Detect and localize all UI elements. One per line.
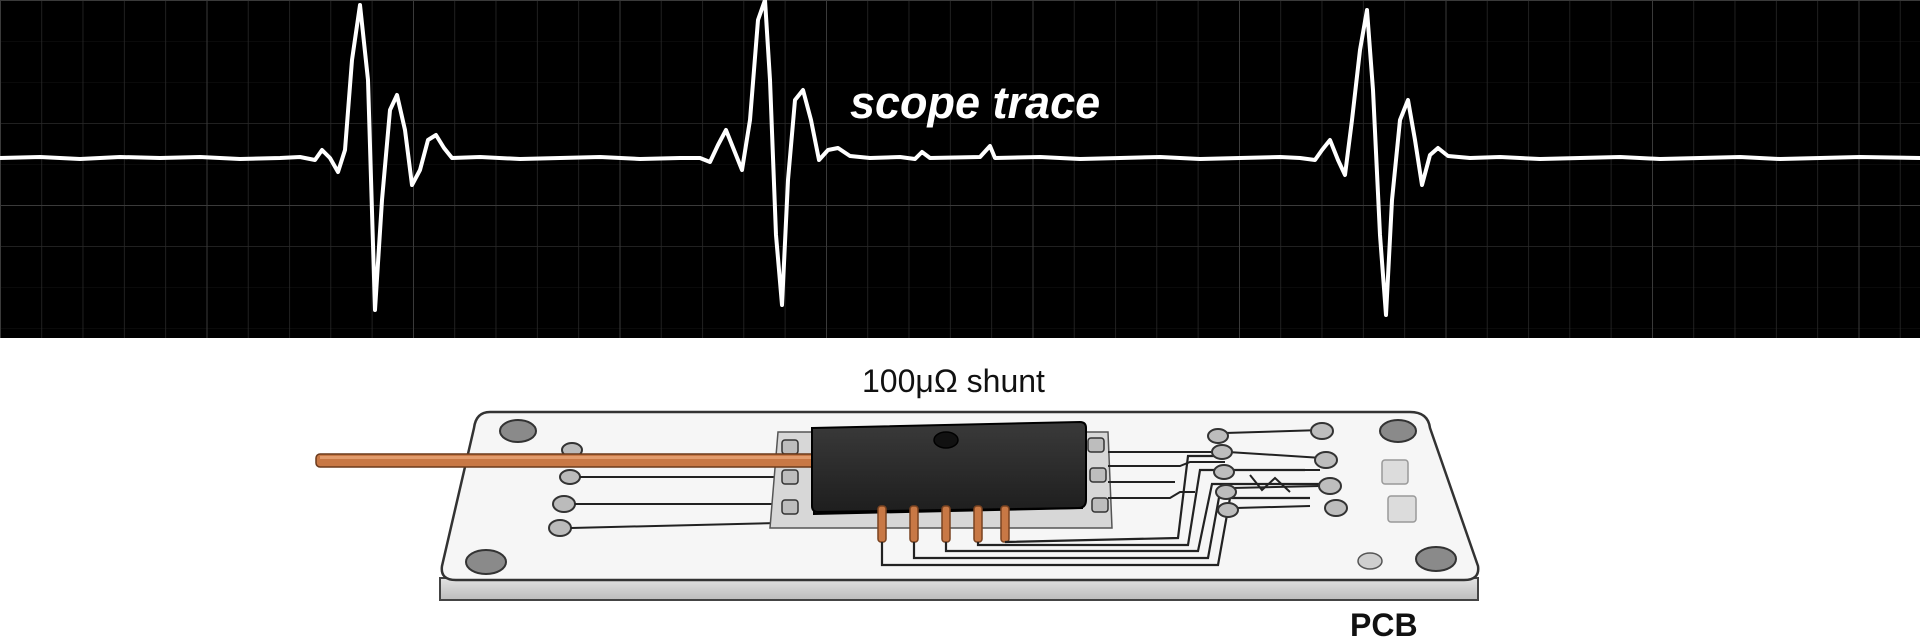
mounting-holes	[465, 419, 1457, 575]
scope-trace-label: scope trace	[850, 77, 1100, 128]
shunt-chip	[811, 420, 1087, 516]
pad	[548, 519, 572, 537]
pad	[1215, 484, 1237, 500]
pad	[1314, 451, 1338, 469]
scope-waveform	[0, 0, 1920, 317]
right-traces	[1108, 429, 1323, 509]
pad	[1310, 422, 1334, 440]
chip-side-pads	[781, 437, 1109, 515]
pad	[1318, 477, 1342, 495]
mounting-hole	[1415, 546, 1457, 572]
scope-panel: scope trace	[0, 0, 1920, 338]
pad	[1211, 444, 1233, 460]
mounting-hole	[1357, 552, 1383, 570]
pcb-panel: 100μΩ shunt PCB	[0, 338, 1920, 640]
board-end-blocks	[1381, 459, 1417, 523]
mounting-hole	[499, 419, 537, 443]
pad	[1217, 502, 1239, 518]
pad	[1207, 428, 1229, 444]
scope-grid-major	[0, 0, 1920, 338]
shunt-label: 100μΩ shunt	[862, 363, 1045, 399]
chip-pin1-dot	[933, 431, 959, 449]
pad	[1213, 464, 1235, 480]
mounting-hole	[465, 549, 507, 575]
copper-wire	[315, 453, 817, 468]
chip-legs	[877, 505, 1010, 543]
mounting-hole	[1379, 419, 1417, 443]
pcb-label: PCB	[1350, 607, 1418, 640]
right-pads	[1207, 422, 1348, 518]
pad	[1324, 499, 1348, 517]
pcb-board-edge	[439, 577, 1479, 601]
pad	[552, 495, 576, 513]
pad	[559, 469, 581, 485]
